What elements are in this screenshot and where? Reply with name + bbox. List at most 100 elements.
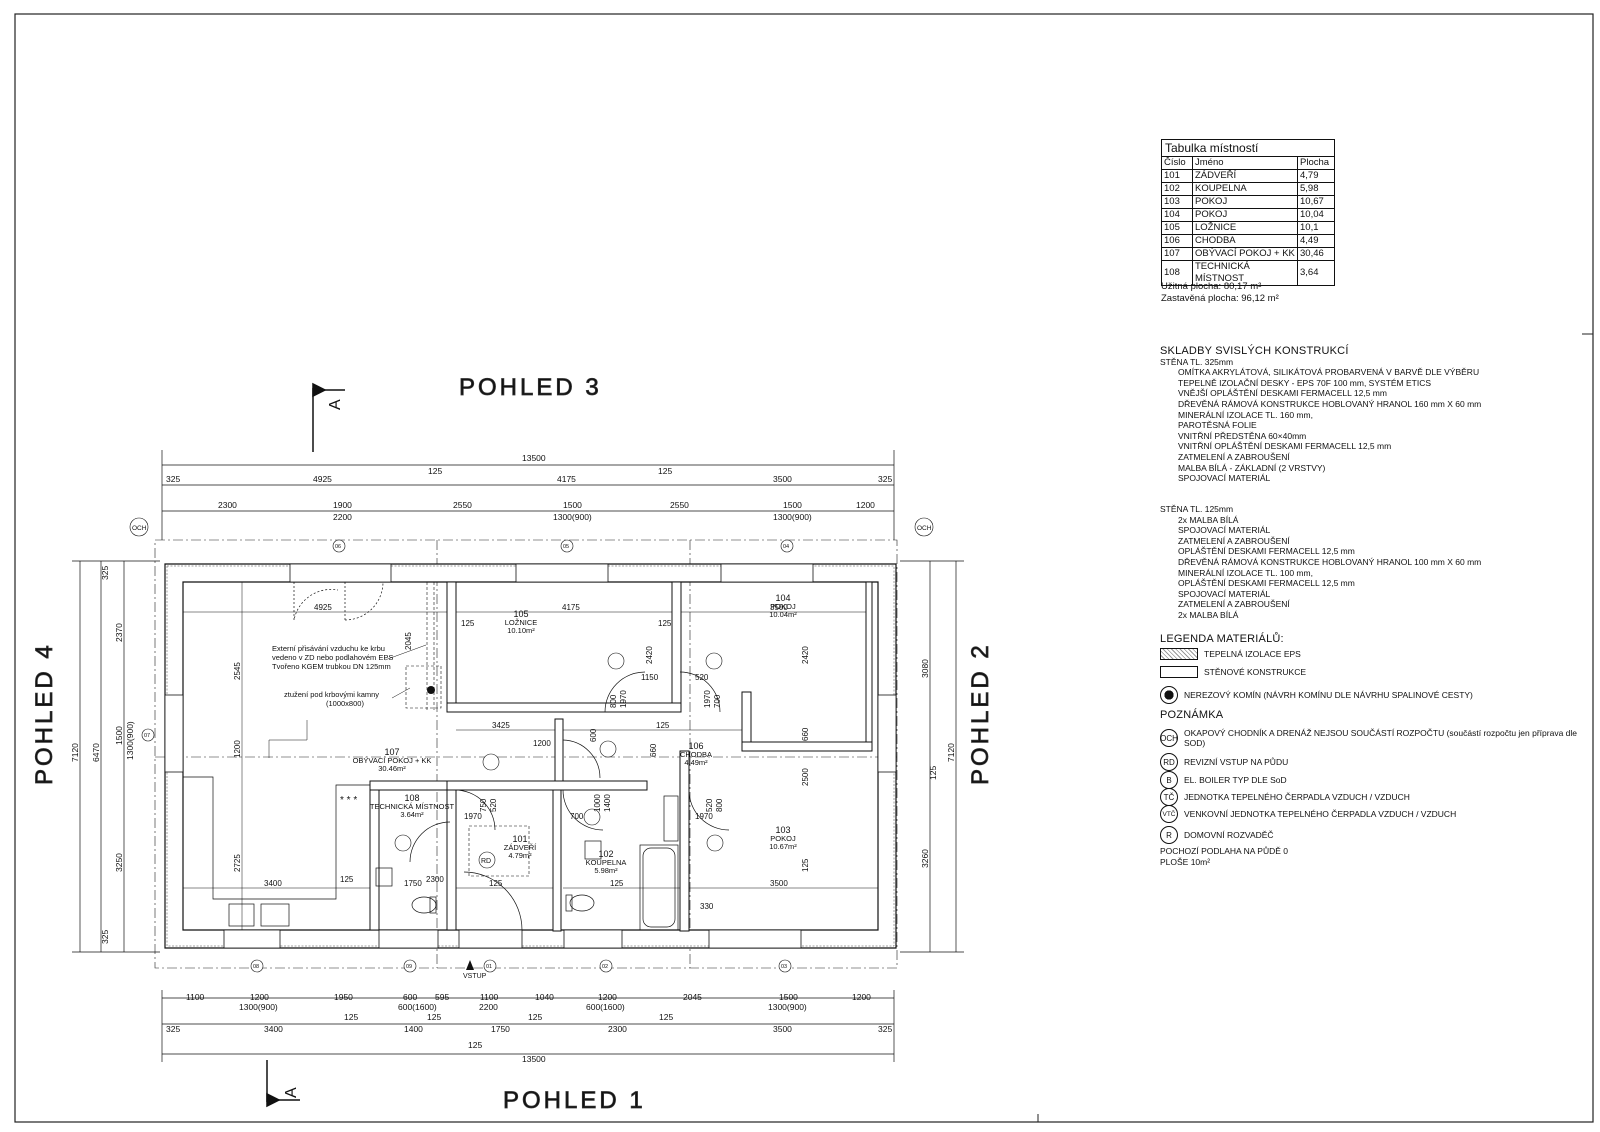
svg-text:1970: 1970	[703, 690, 712, 708]
svg-text:1200: 1200	[856, 500, 875, 510]
svg-text:4925: 4925	[313, 474, 332, 484]
rd-icon: RD	[1160, 753, 1178, 771]
svg-text:1970: 1970	[464, 812, 482, 821]
svg-text:vedeno v ZD nebo podlahovém EP: vedeno v ZD nebo podlahovém EPS	[272, 653, 393, 662]
svg-text:108: 108	[404, 793, 419, 803]
svg-text:1750: 1750	[491, 1024, 510, 1034]
svg-text:OBÝVACÍ POKOJ + KK: OBÝVACÍ POKOJ + KK	[353, 756, 432, 765]
svg-text:600(1600): 600(1600)	[398, 1002, 437, 1012]
wall2-layer: ZATMELENÍ A ZABROUŠENÍ	[1178, 599, 1290, 610]
svg-text:325: 325	[878, 474, 892, 484]
wall2-layer: OPLÁŠTĚNÍ DESKAMI FERMACELL 12,5 mm	[1178, 546, 1355, 557]
svg-text:RD: RD	[481, 858, 491, 865]
svg-text:2550: 2550	[453, 500, 472, 510]
svg-text:3250: 3250	[114, 853, 124, 872]
section-mark-top	[312, 382, 345, 452]
svg-text:4.49m²: 4.49m²	[684, 758, 708, 767]
wall-swatch-icon	[1160, 666, 1198, 678]
svg-text:125: 125	[659, 1012, 673, 1022]
notes-title-wrap: POZNÁMKA	[1160, 710, 1223, 721]
svg-text:7120: 7120	[70, 743, 80, 762]
svg-text:04: 04	[783, 544, 789, 550]
area-summary: Užitná plocha: 80,17 m² Zastavěná plocha…	[1161, 281, 1279, 305]
svg-text:125: 125	[528, 1012, 542, 1022]
svg-text:125: 125	[461, 619, 475, 628]
svg-text:1200: 1200	[250, 992, 269, 1002]
room-label-104: 104 POKOJ 10.04m²	[769, 593, 797, 619]
note-vtc: VTČ VENKOVNÍ JEDNOTKA TEPELNÉHO ČERPADLA…	[1160, 805, 1456, 823]
svg-text:2550: 2550	[670, 500, 689, 510]
svg-text:1500: 1500	[114, 726, 124, 745]
notes-title: POZNÁMKA	[1160, 709, 1224, 721]
wall1-layer: VNITŘNÍ PŘEDSTĚNA 60×40mm	[1178, 430, 1307, 441]
svg-text:2420: 2420	[801, 646, 810, 664]
wall1-layer: ZATMELENÍ A ZABROUŠENÍ	[1178, 451, 1290, 462]
svg-text:2300: 2300	[426, 875, 444, 884]
svg-text:07: 07	[144, 733, 150, 739]
svg-text:5.98m²: 5.98m²	[594, 866, 618, 875]
air-intake-note: Externí přisávání vzduchu ke krbu vedeno…	[272, 644, 393, 671]
svg-text:1970: 1970	[695, 812, 713, 821]
wall2-layer: SPOJOVACÍ MATERIÁL	[1178, 525, 1271, 536]
chimney-duct	[405, 582, 442, 712]
svg-text:1500: 1500	[783, 500, 802, 510]
wall1-layer: VNITŘNÍ OPLÁŠTĚNÍ DESKAMI FERMACELL 12,5…	[1178, 441, 1392, 452]
svg-text:1400: 1400	[404, 1024, 423, 1034]
svg-text:7120: 7120	[946, 743, 956, 762]
svg-text:125: 125	[489, 879, 503, 888]
interior-walls	[369, 581, 873, 932]
view-label-right: POHLED 2	[967, 642, 994, 785]
wall1-title: STĚNA TL. 325mm	[1160, 356, 1234, 367]
note-och: OCH OKAPOVÝ CHODNÍK A DRENÁŽ NEJSOU SOUČ…	[1160, 728, 1577, 748]
wall1-layer: MINERÁLNÍ IZOLACE TL. 160 mm,	[1178, 409, 1313, 420]
legend-chimney: NEREZOVÝ KOMÍN (NÁVRH KOMÍNU DLE NÁVRHU …	[1160, 686, 1473, 704]
view-label-bottom: POHLED 1	[503, 1087, 646, 1114]
dim-right-texts: 7120 3080 125 3260	[920, 659, 956, 868]
window-marker-labels: 06 05 04 07 08 09 01 02 03	[144, 544, 789, 970]
svg-text:1300(900): 1300(900)	[239, 1002, 278, 1012]
svg-text:09: 09	[406, 964, 412, 970]
svg-text:125: 125	[928, 766, 938, 780]
room-table-title: Tabulka místností	[1161, 139, 1335, 156]
room-label-102: 102 KOUPELNA 5.98m²	[586, 849, 627, 875]
svg-text:3425: 3425	[492, 721, 510, 730]
dim-left-texts: 7120 6470 325 2370 1500 3250 325 1300(90…	[70, 566, 135, 944]
svg-text:1000: 1000	[593, 794, 602, 812]
legend-title: LEGENDA MATERIÁLŮ:	[1160, 633, 1284, 645]
svg-text:325: 325	[100, 566, 110, 580]
svg-text:10.04m²: 10.04m²	[769, 610, 797, 619]
dim-lines-left	[72, 560, 160, 953]
svg-text:08: 08	[253, 964, 259, 970]
svg-text:KOUPELNA: KOUPELNA	[586, 858, 627, 867]
svg-text:3500: 3500	[770, 603, 788, 612]
window-markers	[141, 539, 794, 973]
svg-text:1950: 1950	[334, 992, 353, 1002]
legend-title-wrap: LEGENDA MATERIÁLŮ:	[1160, 634, 1284, 645]
dim-bottom-row3: 125	[468, 1040, 482, 1050]
svg-text:3.64m²: 3.64m²	[400, 810, 424, 819]
dim-top-row2: 325 4925 125 4175 125 3500 325	[166, 466, 892, 484]
svg-text:1300(900): 1300(900)	[553, 512, 592, 522]
svg-text:3500: 3500	[773, 1024, 792, 1034]
legend-eps: TEPELNÁ IZOLACE EPS	[1160, 648, 1301, 660]
svg-text:4.79m²: 4.79m²	[508, 851, 532, 860]
note-boiler: B EL. BOILER TYP DLE SoD	[1160, 771, 1287, 789]
wall2-layer: 2x MALBA BÍLÁ	[1178, 514, 1239, 525]
svg-text:125: 125	[658, 466, 672, 476]
och-icon: OCH	[1160, 729, 1178, 747]
sheet-frame	[14, 13, 1594, 1123]
dim-bottom-total: 13500	[522, 1054, 546, 1064]
svg-text:4175: 4175	[562, 603, 580, 612]
axis-grid	[154, 539, 898, 969]
view-label-top: POHLED 3	[459, 374, 602, 401]
note-rd: RD REVIZNÍ VSTUP NA PŮDU	[1160, 753, 1288, 771]
svg-text:1200: 1200	[533, 739, 551, 748]
notes-footer-line2: PLOŠE 10m²	[1160, 856, 1211, 867]
svg-text:1400: 1400	[603, 794, 612, 812]
rd-marker: RD	[478, 851, 496, 869]
svg-text:800: 800	[715, 798, 724, 812]
revision-hatch	[468, 825, 530, 877]
svg-text:30.46m²: 30.46m²	[378, 764, 406, 773]
